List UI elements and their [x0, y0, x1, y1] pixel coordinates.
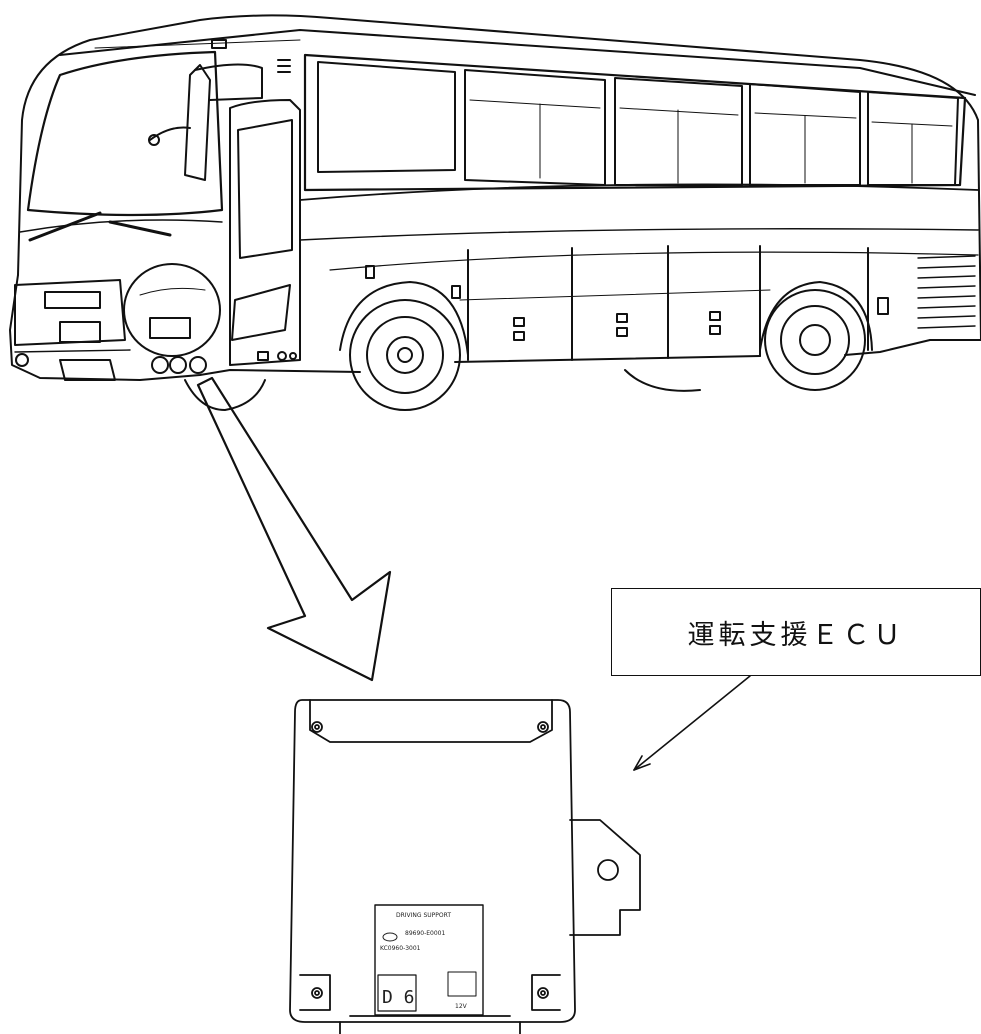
- ecu-label-line3: KC0960-3001: [380, 945, 421, 952]
- ecu-label-code: D 6: [382, 987, 415, 1008]
- ecu-callout-box: 運転支援ＥＣＵ: [611, 588, 981, 676]
- ecu-callout-label: 運転支援ＥＣＵ: [687, 619, 905, 651]
- ecu-label-line2: 89690-E0001: [405, 930, 445, 937]
- ecu-label-voltage: 12V: [455, 1003, 468, 1010]
- ecu-label-line1: DRIVING SUPPORT: [396, 912, 451, 919]
- hino-logo-icon: [382, 932, 398, 942]
